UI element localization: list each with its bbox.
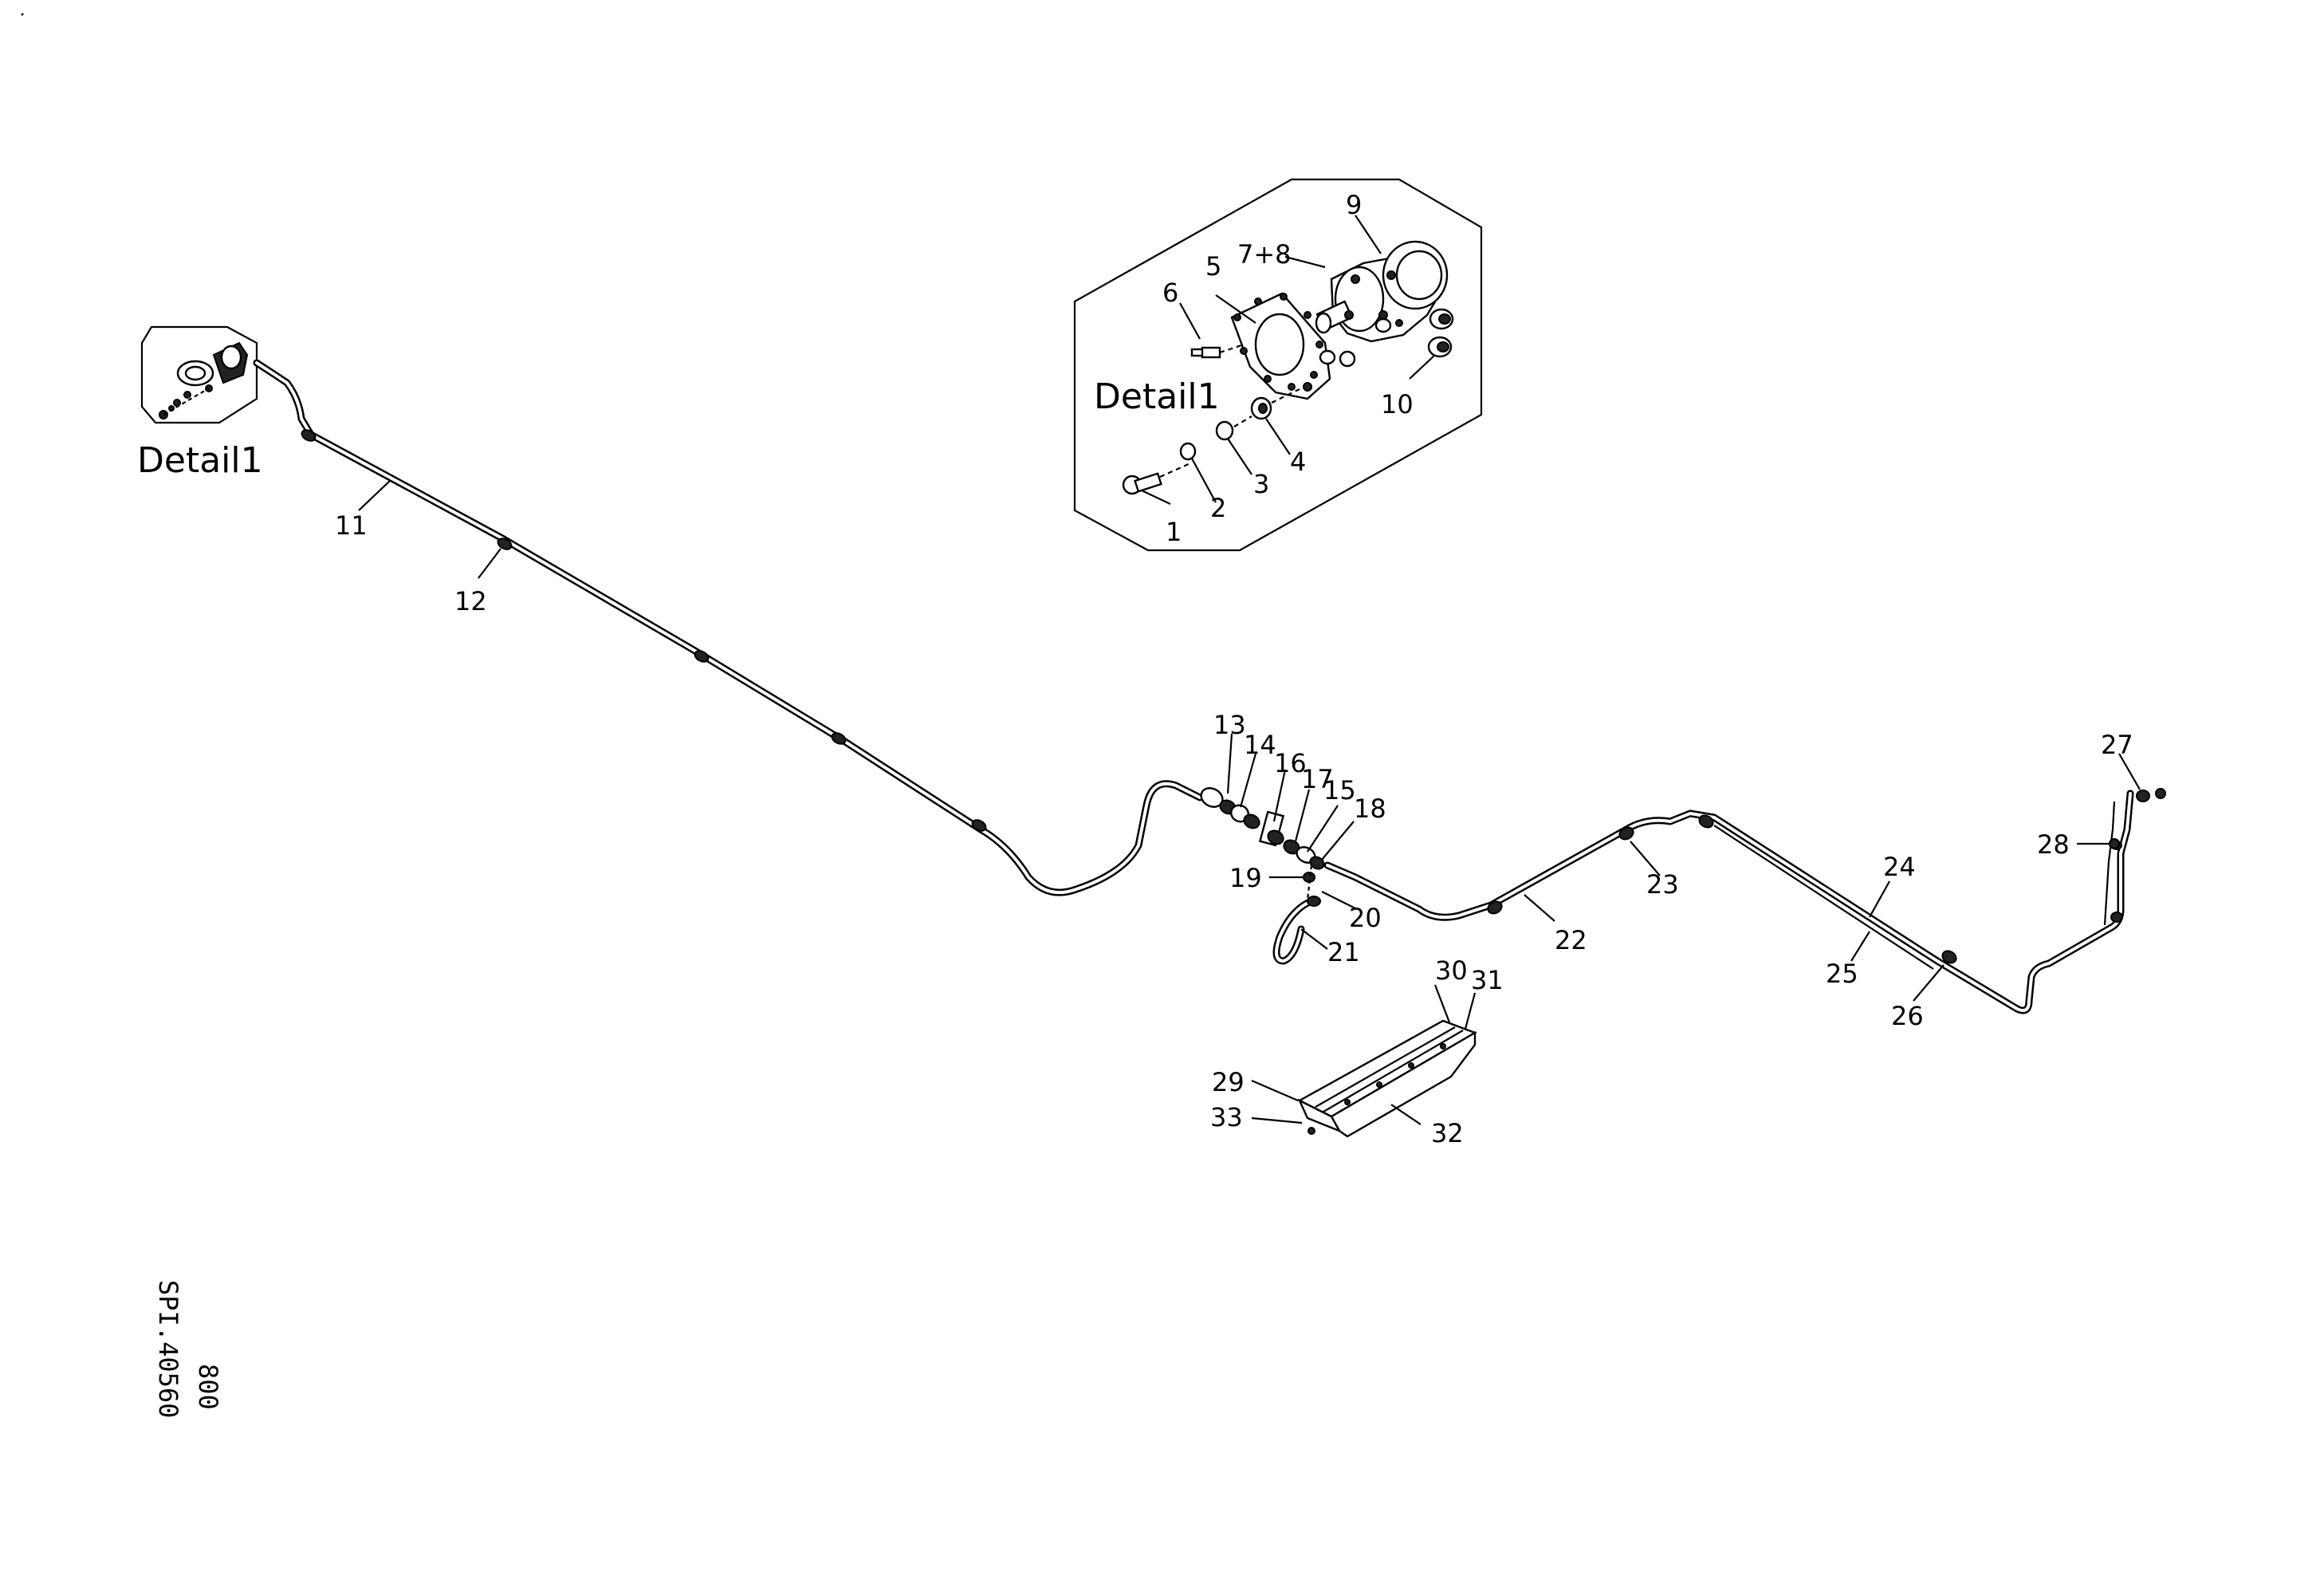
callout-15: 15 [1323,775,1356,805]
callout-33: 33 [1210,1102,1243,1132]
callout-labels: 1 2 3 4 5 6 7+8 9 10 11 12 13 14 16 17 1… [335,190,2133,1148]
document-code: SPI.40560 800 [153,1280,223,1418]
callout-24: 24 [1883,852,1916,882]
pipe-clamps [301,429,2123,964]
fittings-27-28 [2109,788,2166,849]
callout-21: 21 [1327,937,1360,967]
callout-20: 20 [1349,903,1382,933]
callout-17: 17 [1301,764,1334,794]
callout-3: 3 [1253,469,1269,499]
callout-18: 18 [1354,794,1386,824]
callout-6: 6 [1162,278,1178,308]
callout-22: 22 [1555,925,1587,955]
doc-code: SPI.40560 [153,1280,183,1418]
callout-28: 28 [2037,829,2070,860]
callout-5: 5 [1205,251,1221,282]
detail-inset [1073,178,1483,552]
callout-32: 32 [1431,1118,1464,1148]
callout-31: 31 [1471,965,1504,995]
callout-2: 2 [1210,493,1226,523]
inset-leaders [1141,215,1436,505]
washer-2 [1179,442,1197,461]
callout-7-8: 7+8 [1237,239,1292,270]
washer-3 [1215,420,1234,441]
callout-9: 9 [1346,190,1362,220]
callout-29: 29 [1212,1067,1245,1097]
callout-16: 16 [1274,748,1307,778]
washer-7-8 [1319,349,1336,365]
detail-inset-frame [1073,178,1483,552]
bolt-6 [1190,346,1221,359]
callout-23: 23 [1646,869,1679,900]
callout-11: 11 [335,510,368,541]
callout-10: 10 [1381,389,1414,419]
pipe-route [253,359,2134,1014]
hydraulic-fittings [1374,308,1454,358]
callout-12: 12 [454,586,487,616]
callout-26: 26 [1891,1001,1924,1031]
washer-7-8b [1339,350,1356,368]
callout-4: 4 [1290,447,1306,477]
callout-27: 27 [2101,730,2133,760]
valve-cluster [1200,787,1325,907]
callout-19: 19 [1229,863,1262,893]
corner-dot [21,13,24,16]
callout-25: 25 [1826,959,1858,989]
step-bracket [1297,1019,1477,1138]
callout-30: 30 [1435,955,1468,986]
bolt-1 [1122,472,1162,495]
callout-1: 1 [1166,517,1182,547]
detail-label-inset: Detail1 [1094,376,1220,417]
callout-13: 13 [1213,710,1246,740]
doc-page: 800 [193,1364,223,1410]
callout-14: 14 [1244,730,1276,760]
mounting-plate [1230,292,1331,400]
leader-lines [358,479,2141,1125]
detail-label-left: Detail1 [137,440,263,481]
hydraulic-motor [1315,240,1449,343]
left-detail-bubble [140,325,258,424]
